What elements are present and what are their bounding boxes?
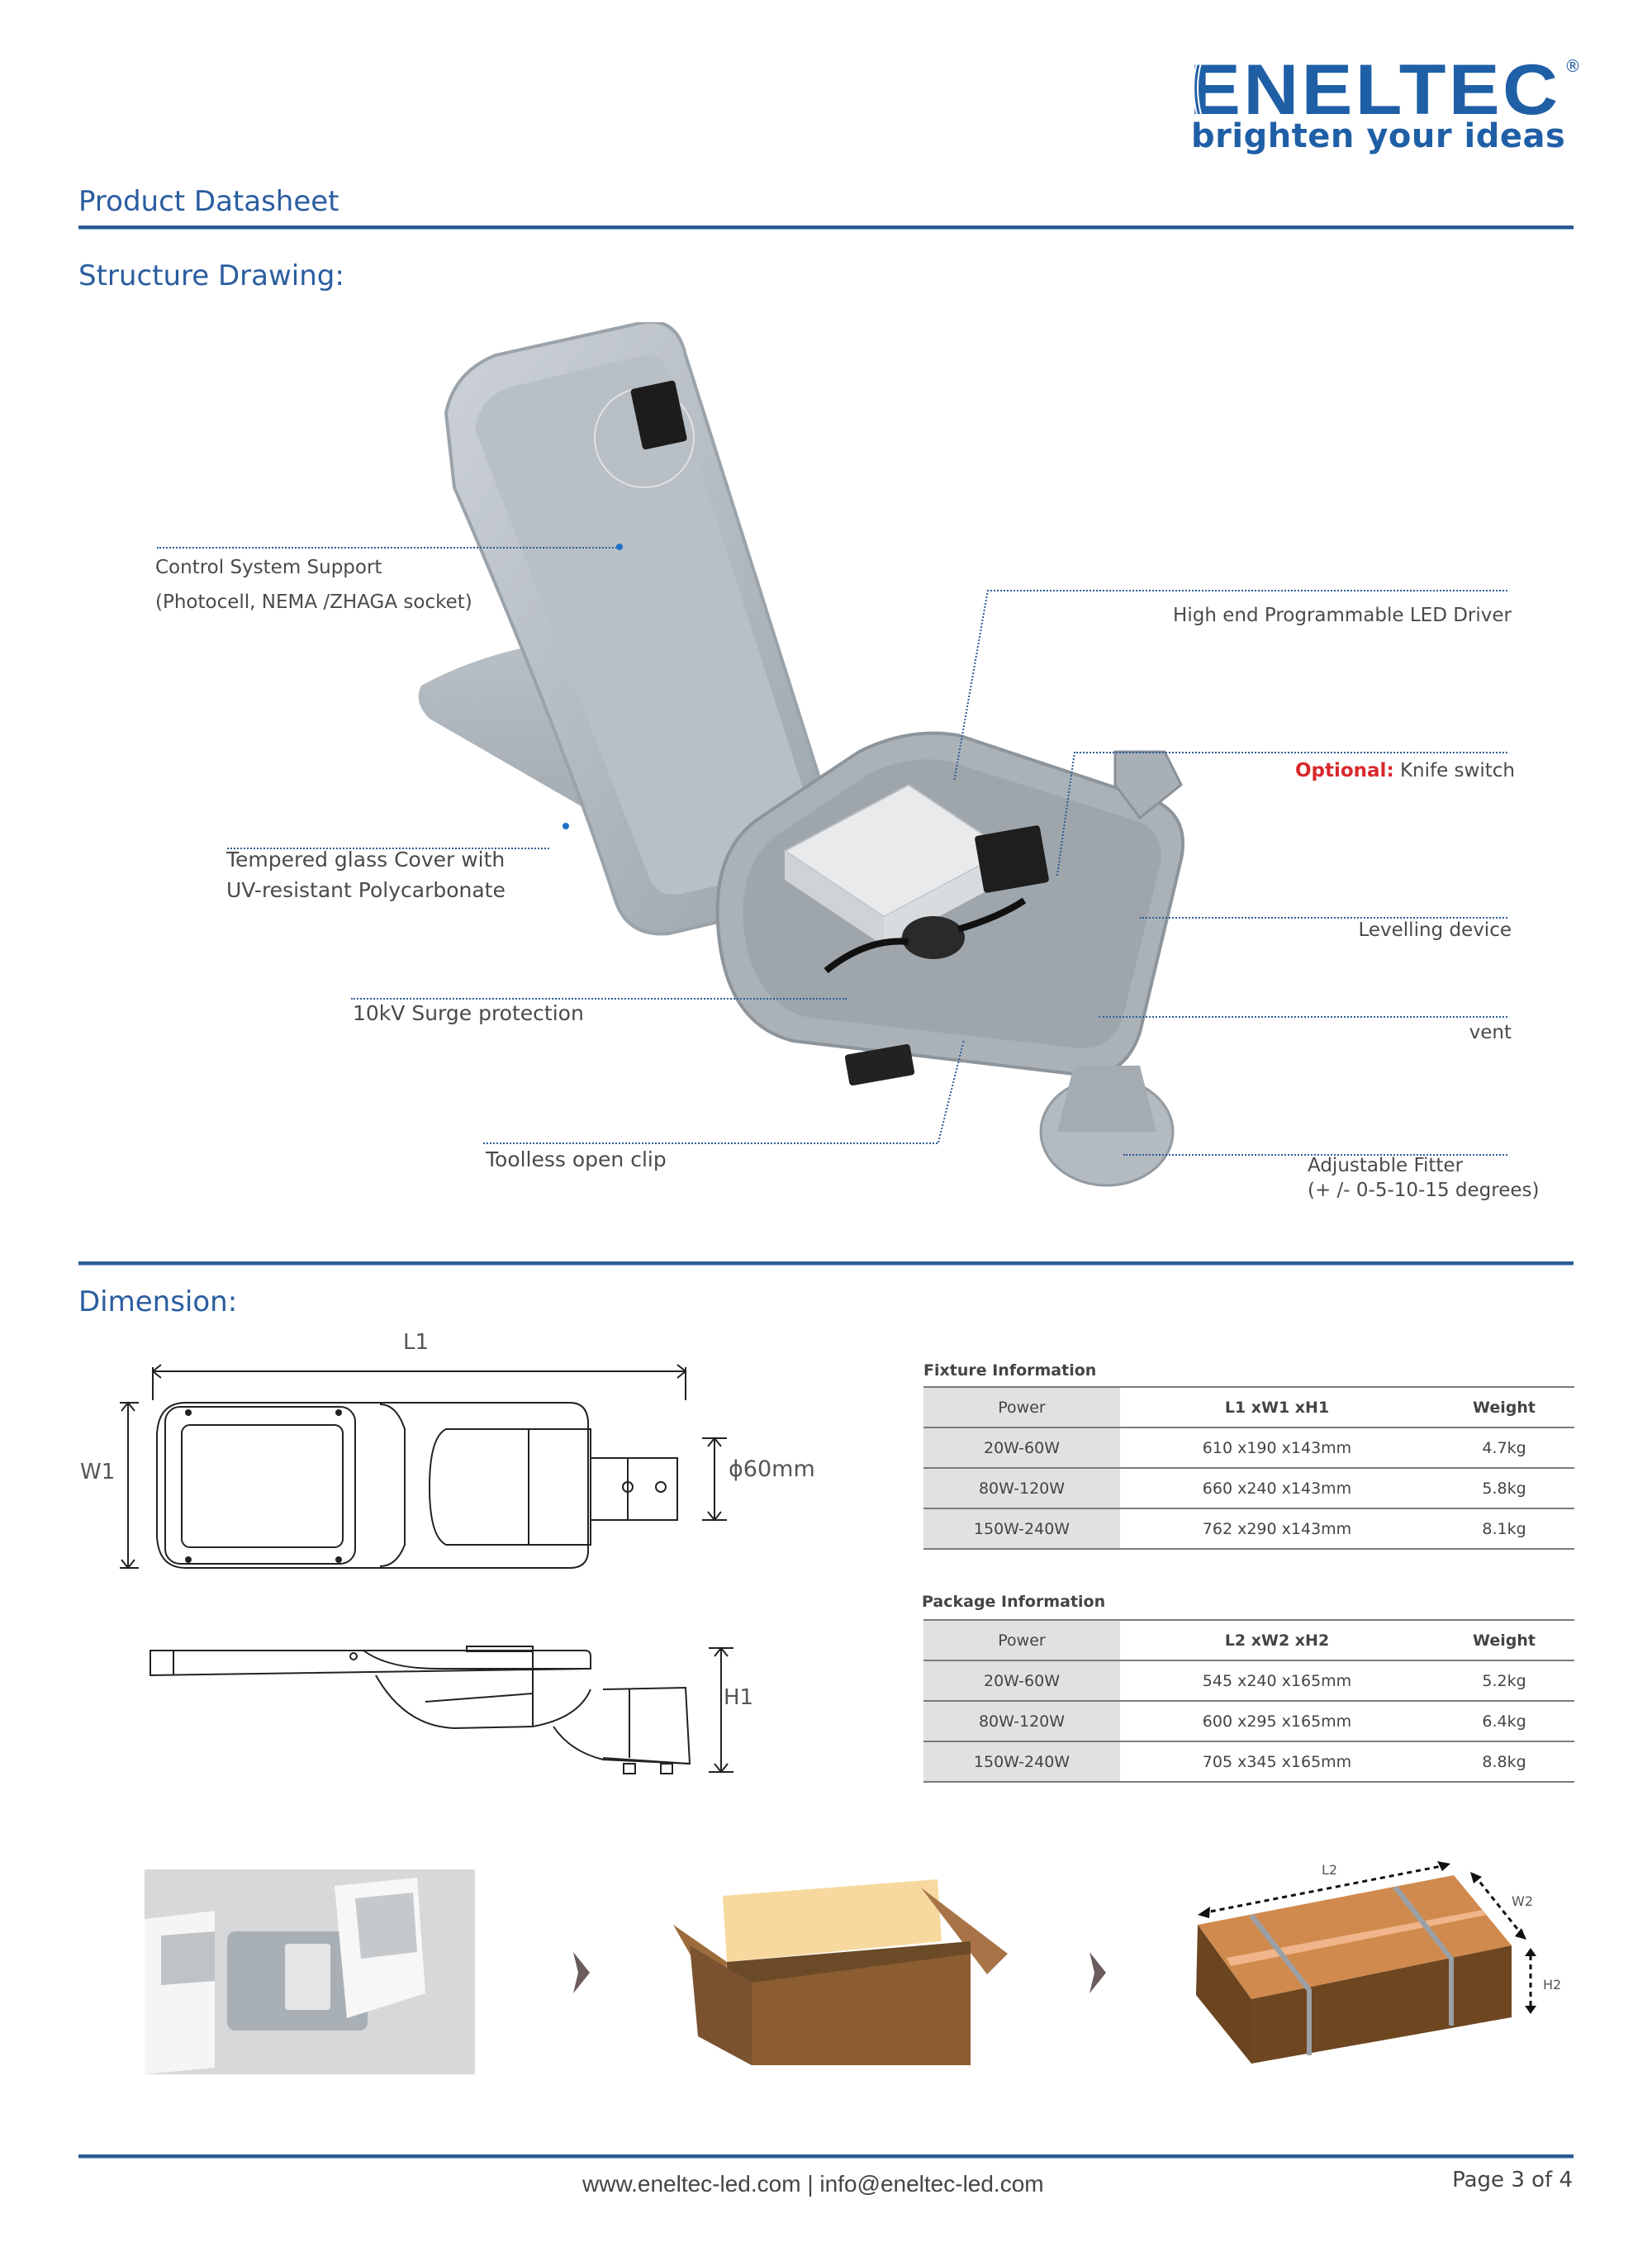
- sealed-carton-image: [1196, 1861, 1536, 2064]
- dimension-title: Dimension:: [78, 1285, 238, 1318]
- cell-power: 150W-240W: [923, 1741, 1120, 1783]
- callout-led-driver: High end Programmable LED Driver: [1173, 598, 1512, 633]
- callout-line-surge: [351, 998, 847, 1000]
- callout-levelling-text: Levelling device: [1358, 919, 1512, 941]
- callout-surge-text: 10kV Surge protection: [353, 1001, 584, 1025]
- callout-control-line2: (Photocell, NEMA /ZHAGA socket): [155, 591, 472, 613]
- col-power: Power: [923, 1386, 1120, 1428]
- callout-levelling-device: Levelling device: [1358, 913, 1512, 948]
- structure-title: Structure Drawing:: [78, 259, 344, 292]
- label-W2: W2: [1512, 1893, 1533, 1909]
- table-row: 80W-120W 600 x295 x165mm 6.4kg: [923, 1701, 1574, 1742]
- page-number: Page 3 of 4: [1452, 2168, 1573, 2192]
- logo-stripes-icon: [1189, 63, 1202, 114]
- top-view-drawing: [120, 1364, 727, 1570]
- fixture-info-table: Power L1 xW1 xH1 Weight 20W-60W 610 x190…: [923, 1386, 1574, 1550]
- cell-weight: 5.8kg: [1434, 1468, 1574, 1509]
- callout-line-control: [157, 547, 620, 549]
- cell-power: 150W-240W: [923, 1508, 1120, 1550]
- table-header-row: Power L1 xW1 xH1 Weight: [923, 1386, 1574, 1428]
- callout-knife-text: Knife switch: [1399, 760, 1515, 781]
- callout-line-clip: [483, 1142, 938, 1144]
- callout-vent-text: vent: [1469, 1022, 1512, 1043]
- callout-knife-switch: Optional: Knife switch: [1295, 753, 1515, 788]
- col-weight: Weight: [1434, 1386, 1574, 1428]
- callout-line-driver: [987, 590, 1507, 591]
- footer-divider: [78, 2154, 1574, 2159]
- col-weight: Weight: [1434, 1619, 1574, 1661]
- cell-dimensions: 762 x290 x143mm: [1120, 1508, 1434, 1550]
- open-carton-image: [673, 1879, 1008, 2065]
- cell-power: 20W-60W: [923, 1427, 1120, 1469]
- callout-vent: vent: [1469, 1015, 1512, 1050]
- callout-line-levelling: [1140, 917, 1507, 919]
- callout-line-knife: [1074, 752, 1507, 753]
- cell-dimensions: 705 x345 x165mm: [1120, 1741, 1434, 1783]
- chevron-right-icon: [573, 1952, 590, 1993]
- callout-surge-protection: 10kV Surge protection: [353, 996, 584, 1031]
- optional-label: Optional:: [1294, 760, 1394, 781]
- cell-dimensions: 610 x190 x143mm: [1120, 1427, 1434, 1469]
- cell-power: 80W-120W: [923, 1468, 1120, 1509]
- cell-weight: 8.8kg: [1434, 1741, 1574, 1783]
- page-title: Product Datasheet: [78, 185, 339, 218]
- callout-glass-line2: UV-resistant Polycarbonate: [226, 878, 506, 902]
- brand-logo: ENELTEC ® brighten your ideas: [1189, 55, 1586, 162]
- callout-fitter-line2: (+ /- 0-5-10-15 degrees): [1308, 1180, 1540, 1201]
- cell-dimensions: 545 x240 x165mm: [1120, 1660, 1434, 1702]
- cell-weight: 5.2kg: [1434, 1660, 1574, 1702]
- callout-adjustable-fitter: Adjustable Fitter (+ /- 0-5-10-15 degree…: [1308, 1153, 1539, 1203]
- table-row: 20W-60W 545 x240 x165mm 5.2kg: [923, 1660, 1574, 1702]
- package-info-table: Power L2 xW2 xH2 Weight 20W-60W 545 x240…: [923, 1619, 1574, 1783]
- footer-contact: www.eneltec-led.com | info@eneltec-led.c…: [582, 2171, 1044, 2197]
- brand-tagline: brighten your ideas: [1191, 117, 1566, 155]
- callout-clip-text: Toolless open clip: [486, 1147, 667, 1171]
- package-info-caption: Package Information: [922, 1593, 1106, 1611]
- callout-line-fitter: [1123, 1154, 1507, 1156]
- callout-glass-cover: Tempered glass Cover with UV-resistant P…: [226, 844, 506, 905]
- chevron-right-icon: [1089, 1952, 1106, 1993]
- col-dimensions: L1 xW1 xH1: [1120, 1386, 1434, 1428]
- col-dimensions: L2 xW2 xH2: [1120, 1619, 1434, 1661]
- callout-control-line1: Control System Support: [155, 557, 382, 578]
- fixture-info-caption: Fixture Information: [923, 1361, 1097, 1380]
- cell-power: 80W-120W: [923, 1701, 1120, 1742]
- callout-fitter-line1: Adjustable Fitter: [1308, 1155, 1464, 1176]
- callout-control-system: Control System Support (Photocell, NEMA …: [155, 550, 472, 620]
- callout-driver-text: High end Programmable LED Driver: [1173, 605, 1512, 626]
- label-L2: L2: [1322, 1862, 1338, 1878]
- callout-dot-glass: [563, 823, 569, 829]
- dimension-divider: [78, 1261, 1574, 1266]
- col-power: Power: [923, 1619, 1120, 1661]
- foam-packing-image: [145, 1869, 475, 2074]
- header-divider: [78, 226, 1574, 230]
- label-W1: W1: [80, 1460, 116, 1484]
- cell-weight: 8.1kg: [1434, 1508, 1574, 1550]
- cell-dimensions: 660 x240 x143mm: [1120, 1468, 1434, 1509]
- registered-mark: ®: [1564, 56, 1581, 76]
- label-pole-diameter: ϕ60mm: [729, 1456, 815, 1482]
- cell-weight: 6.4kg: [1434, 1701, 1574, 1742]
- callout-glass-line1: Tempered glass Cover with: [226, 848, 506, 872]
- table-header-row: Power L2 xW2 xH2 Weight: [923, 1619, 1574, 1661]
- table-row: 20W-60W 610 x190 x143mm 4.7kg: [923, 1427, 1574, 1469]
- table-row: 150W-240W 705 x345 x165mm 8.8kg: [923, 1741, 1574, 1783]
- label-L1: L1: [403, 1330, 430, 1355]
- callout-line-glass: [227, 848, 549, 849]
- label-H1: H1: [724, 1685, 754, 1710]
- cell-dimensions: 600 x295 x165mm: [1120, 1701, 1434, 1742]
- callout-dot-control: [616, 544, 623, 550]
- table-row: 150W-240W 762 x290 x143mm 8.1kg: [923, 1508, 1574, 1550]
- callout-toolless-clip: Toolless open clip: [486, 1142, 667, 1177]
- label-H2: H2: [1543, 1977, 1562, 1993]
- luminaire-open-illustration: [418, 322, 1184, 1187]
- table-row: 80W-120W 660 x240 x143mm 5.8kg: [923, 1468, 1574, 1509]
- cell-weight: 4.7kg: [1434, 1427, 1574, 1469]
- side-view-drawing: [150, 1646, 733, 1774]
- cell-power: 20W-60W: [923, 1660, 1120, 1702]
- brand-name: ENELTEC: [1189, 50, 1561, 130]
- callout-line-vent: [1099, 1016, 1507, 1018]
